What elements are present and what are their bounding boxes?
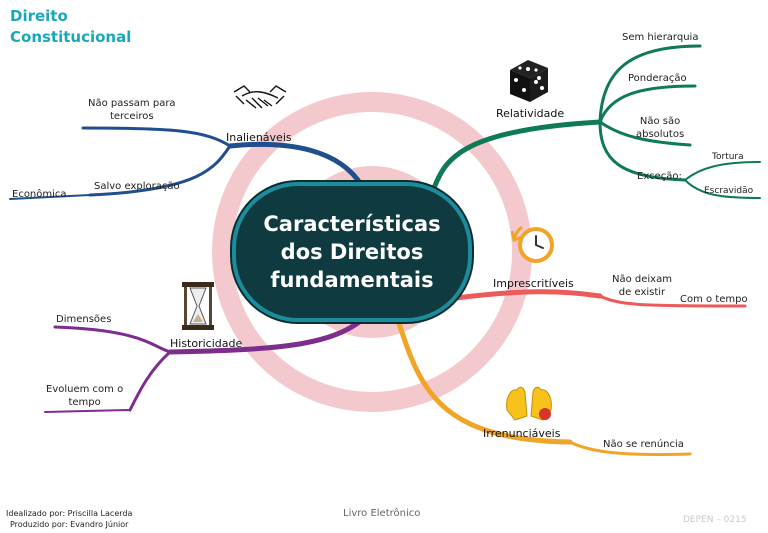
leaf-nao-sao-line1: Não são	[639, 116, 681, 127]
leaf-nao-deixam: Não deixam de existir	[612, 273, 672, 299]
branch-inalienaveis-label: Inalienáveis	[226, 131, 292, 144]
dice-icon	[510, 60, 548, 102]
leaf-nao-passam-line2: terceiros	[109, 111, 154, 122]
hourglass-icon	[182, 282, 214, 330]
leaf-tortura: Tortura	[712, 152, 744, 162]
page-title-line1: Direito	[10, 7, 68, 25]
footer-credit-produzido: Produzido por: Evandro Júnior	[10, 520, 129, 529]
hands-icon	[506, 386, 552, 421]
leaf-nao-sao-absolutos: Não são absolutos	[636, 115, 684, 141]
handshake-icon	[233, 85, 287, 109]
leaf-evoluem-line1: Evoluem com o	[46, 384, 124, 395]
leaf-excecao: Exceção:	[637, 171, 682, 182]
page-title-line2: Constitucional	[10, 28, 132, 46]
clock-icon	[510, 225, 554, 263]
leaf-nao-deixam-line2: de existir	[618, 287, 666, 298]
branch-historicidade-label: Historicidade	[170, 337, 243, 350]
branch-imprescritiveis-label: Imprescritíveis	[493, 277, 574, 290]
leaf-dimensoes: Dimensões	[56, 314, 112, 325]
footer-page-code: DEPEN – 0215	[683, 515, 747, 525]
leaf-nao-se-renuncia: Não se renúncia	[603, 439, 684, 450]
central-topic-line1: Características	[263, 212, 441, 236]
leaf-nao-passam: Não passam para terceiros	[88, 97, 176, 123]
leaf-nao-sao-line2: absolutos	[636, 129, 685, 140]
branch-imprescritiveis-lines	[453, 289, 747, 308]
footer-center-label: Livro Eletrônico	[343, 508, 421, 519]
page-title: Direito Constitucional	[10, 6, 131, 48]
leaf-salvo-exploracao: Salvo exploração	[94, 181, 180, 192]
branch-relatividade-label: Relatividade	[496, 107, 565, 120]
branch-irrenunciaveis-label: Irrenunciáveis	[483, 427, 561, 440]
leaf-com-o-tempo: Com o tempo	[680, 294, 748, 305]
leaf-nao-deixam-line1: Não deixam	[612, 274, 672, 285]
leaf-ponderacao: Ponderação	[628, 73, 687, 84]
branch-relatividade-lines	[431, 44, 761, 199]
central-topic-line2: dos Direitos	[280, 240, 424, 264]
leaf-nao-passam-line1: Não passam para	[88, 98, 176, 109]
footer-credits: Idealizado por: Priscilla Lacerda Produz…	[6, 508, 132, 530]
branch-irrenunciaveis-lines	[395, 317, 692, 456]
central-topic-line3: fundamentais	[270, 268, 434, 292]
leaf-escravidao: Escravidão	[704, 186, 754, 196]
leaf-sem-hierarquia: Sem hierarquia	[622, 32, 699, 43]
branch-inalienaveis-lines	[9, 126, 365, 200]
branch-historicidade-lines	[44, 317, 365, 413]
central-topic: Características dos Direitos fundamentai…	[232, 182, 472, 322]
leaf-evoluem: Evoluem com o tempo	[46, 383, 123, 409]
footer-credit-idealizado: Idealizado por: Priscilla Lacerda	[6, 509, 133, 518]
leaf-economica: Econômica	[12, 189, 67, 200]
leaf-evoluem-line2: tempo	[68, 397, 101, 408]
